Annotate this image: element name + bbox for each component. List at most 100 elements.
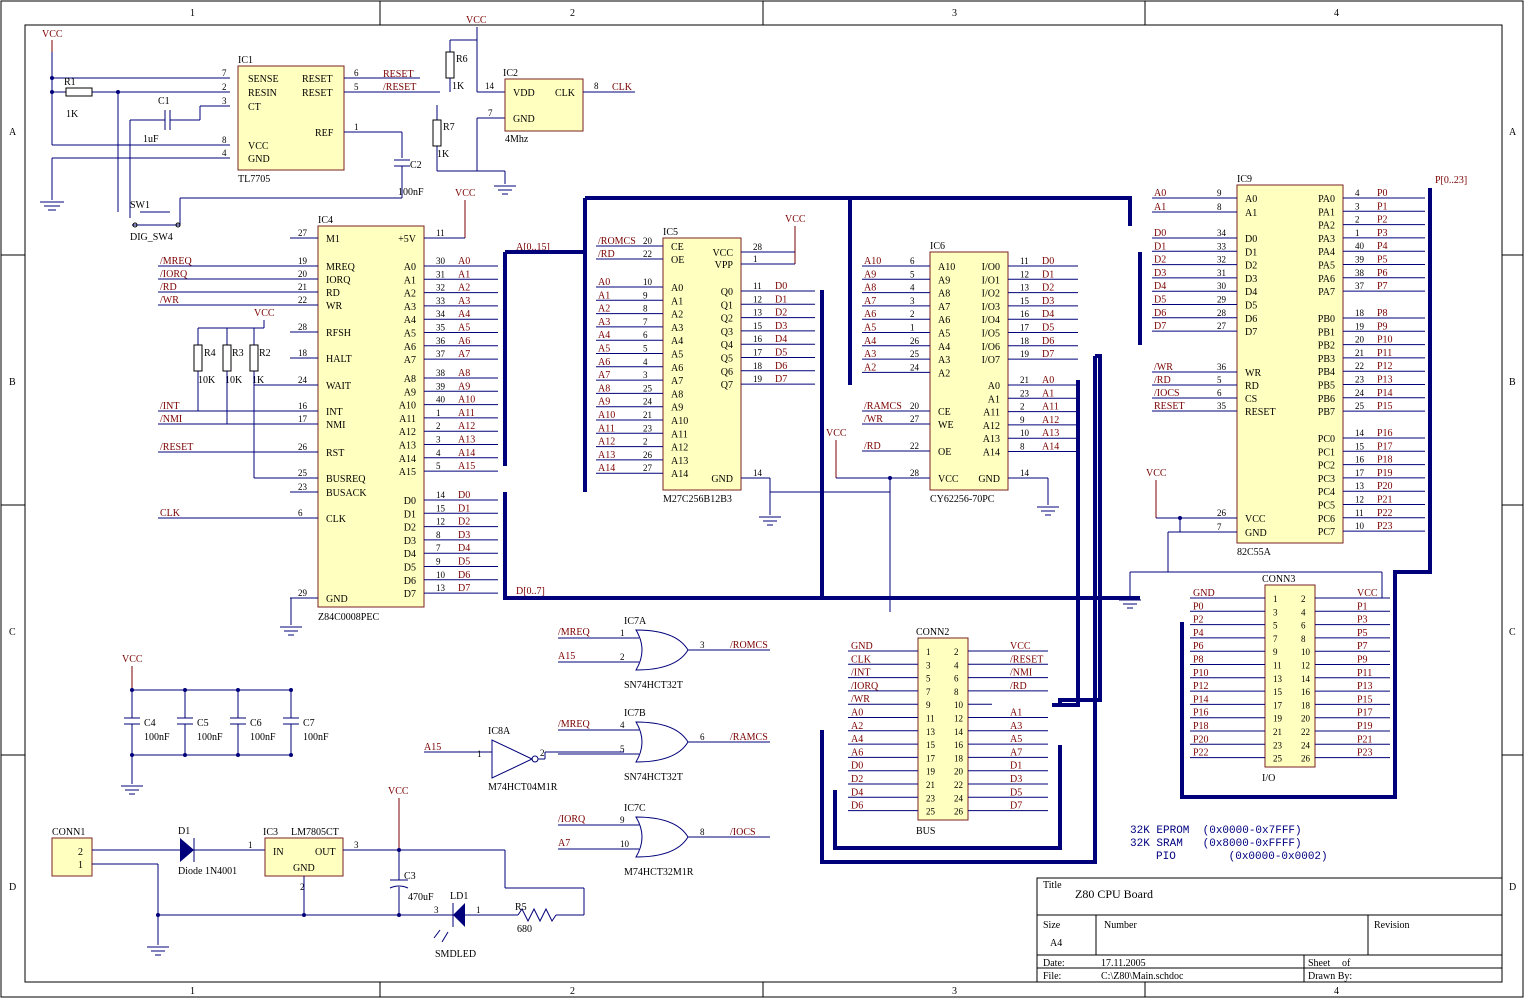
- pin-name: A6: [404, 342, 416, 353]
- pin-number: 3: [1355, 201, 1360, 211]
- net-label: VCC: [1010, 641, 1031, 652]
- column-label: 4: [1334, 986, 1339, 997]
- resistor-r1: [65, 87, 93, 97]
- pin-name: A10: [671, 416, 688, 427]
- pin-number: 6: [954, 674, 959, 684]
- net-a15: A15: [424, 742, 441, 753]
- pin-number: 20: [910, 401, 920, 411]
- pin-number: 12: [753, 294, 762, 304]
- pin-name: WR: [1245, 368, 1261, 379]
- net-label: P2: [1377, 215, 1388, 226]
- net-label: P2: [1193, 615, 1204, 626]
- pin-number: 3: [926, 660, 931, 670]
- sram-left-pins: A106A10A95A9A84A8A73A7A62A6A51A5A426A4A3…: [862, 256, 959, 485]
- pin-number: 15: [436, 503, 446, 513]
- net-label: P23: [1357, 748, 1373, 759]
- pin-name: A7: [938, 302, 950, 313]
- net-label: A13: [1042, 428, 1059, 439]
- ic1-pin: SENSE: [248, 74, 279, 85]
- pin-number: 15: [1355, 441, 1365, 451]
- r1-value: 1K: [66, 109, 79, 120]
- pin-name: A10: [399, 401, 416, 412]
- pin-name: A14: [983, 448, 1000, 459]
- ic3-pin: IN: [273, 847, 284, 858]
- pin-number: 15: [926, 740, 936, 750]
- net-label: A13: [598, 450, 615, 461]
- pin-number: 7: [436, 543, 441, 553]
- port-bus-label: P[0..23]: [1435, 175, 1467, 186]
- net-label: D0: [1154, 228, 1166, 239]
- row-label: C: [1509, 627, 1516, 638]
- pin-number: 18: [954, 753, 964, 763]
- net-label: P4: [1193, 628, 1204, 639]
- pin-number: 2: [1355, 215, 1360, 225]
- net-label: D4: [775, 334, 787, 345]
- resistor-r6: [445, 51, 455, 79]
- revision-label: Revision: [1374, 920, 1410, 931]
- row-label: D: [9, 882, 16, 893]
- net-label: P3: [1357, 615, 1368, 626]
- net-label: /IORQ: [160, 269, 188, 280]
- net-label: D6: [1154, 308, 1166, 319]
- net-label: A11: [1042, 402, 1059, 413]
- net-label: A12: [1042, 415, 1059, 426]
- r6-value: 1K: [452, 81, 465, 92]
- net-label: A5: [458, 323, 470, 334]
- pin-name: GND: [978, 474, 1000, 485]
- net-label: D4: [1154, 281, 1166, 292]
- page-title: Z80 CPU Board: [1075, 887, 1153, 901]
- net-label: /NMI: [1010, 668, 1032, 679]
- pin-name: A5: [404, 329, 416, 340]
- conn3-name: I/O: [1262, 773, 1275, 784]
- pin-number: 22: [1301, 727, 1310, 737]
- pin-number: 3: [1273, 607, 1278, 617]
- pin-num: 8: [594, 81, 599, 91]
- net-label: /RD: [864, 441, 881, 452]
- pin-name: PA7: [1318, 287, 1335, 298]
- title-block: Title Z80 CPU Board Size A4 Number Revis…: [1036, 877, 1503, 983]
- pin-number: 35: [436, 323, 446, 333]
- pin-name: PA3: [1318, 234, 1335, 245]
- ic6-part: CY62256-70PC: [930, 494, 995, 505]
- pin-name: I/O7: [982, 355, 1000, 366]
- logic-gates: IC7ASN74HCT32T123/MREQA15/ROMCSIC7BSN74H…: [558, 616, 770, 878]
- net-label: D2: [458, 517, 470, 528]
- pin-number: 10: [1355, 521, 1365, 531]
- net-label: A0: [1042, 375, 1054, 386]
- pin-number: 28: [1217, 308, 1227, 318]
- pin-number: 27: [643, 463, 653, 473]
- pin-name: D1: [1245, 247, 1257, 258]
- pin-name: RD: [1245, 381, 1259, 392]
- pin-number: 23: [1273, 740, 1283, 750]
- pin-name: RFSH: [326, 328, 351, 339]
- net-label: P22: [1193, 748, 1209, 759]
- conn1-body: [51, 837, 93, 877]
- column-label: 1: [190, 986, 195, 997]
- pin-number: 2: [643, 437, 648, 447]
- pin-number: 17: [298, 414, 308, 424]
- pin-number: 28: [298, 322, 308, 332]
- c2-ref: C2: [410, 160, 422, 171]
- pin-number: 18: [753, 361, 763, 371]
- pin-name: GND: [711, 474, 733, 485]
- net-label: D4: [851, 787, 863, 798]
- net-label: A10: [458, 395, 475, 406]
- net-label: A2: [458, 283, 470, 294]
- vcc-label: VCC: [826, 428, 847, 439]
- data-bus-label: D[0..7]: [516, 586, 545, 597]
- c3-ref: C3: [404, 871, 416, 882]
- net-label: A14: [1042, 442, 1059, 453]
- net-label: D5: [775, 348, 787, 359]
- pin-number: 12: [436, 517, 445, 527]
- pin-name: VCC: [938, 474, 959, 485]
- pin-name: PB2: [1318, 341, 1335, 352]
- pin-number: 28: [910, 468, 920, 478]
- net-label: P17: [1377, 441, 1393, 452]
- net-label: P6: [1377, 268, 1388, 279]
- net-label: A7: [458, 349, 470, 360]
- pin-number: 21: [643, 410, 652, 420]
- sw1-ref: SW1: [130, 200, 150, 211]
- net-label: A8: [864, 283, 876, 294]
- pin-number: 38: [1355, 268, 1365, 278]
